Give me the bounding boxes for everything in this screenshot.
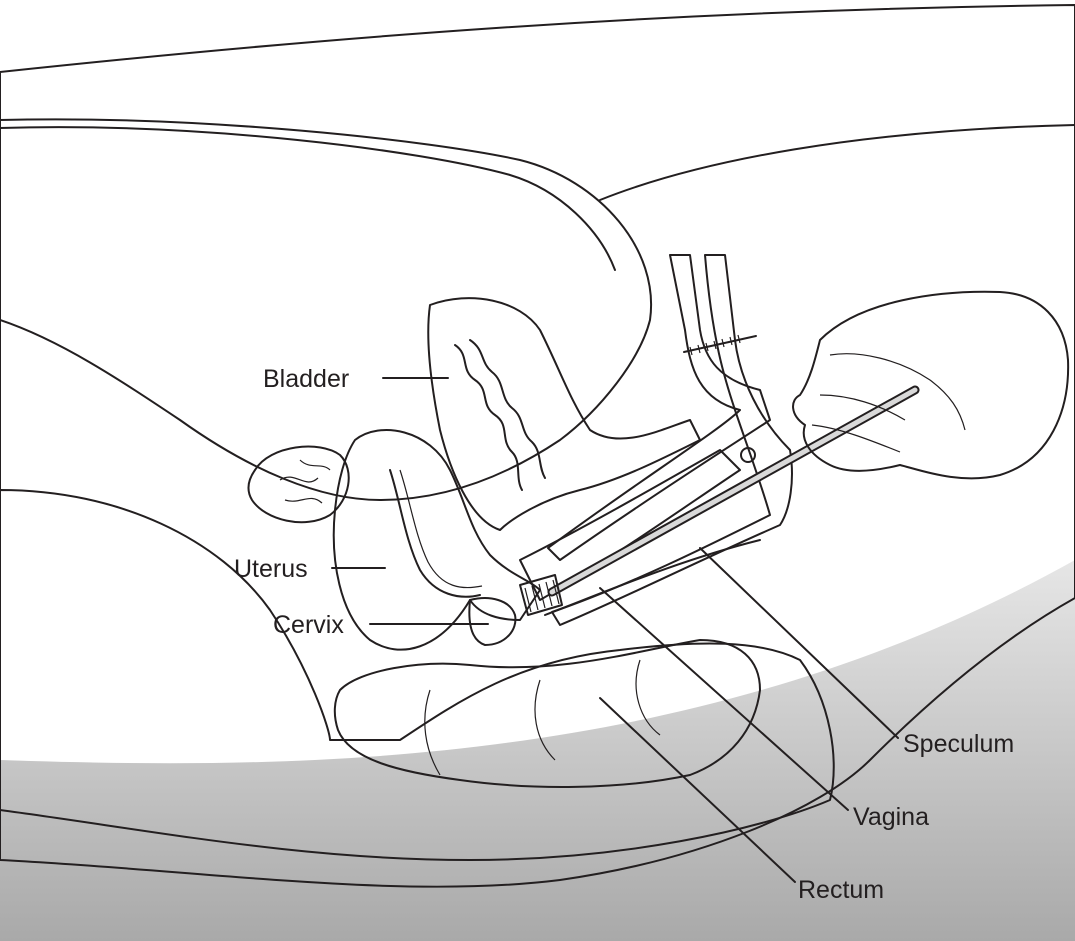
rectum-folds (424, 659, 661, 776)
swab-brush (519, 574, 563, 616)
hand (792, 290, 1070, 480)
thigh-fold (599, 124, 1075, 201)
speculum-blade-lower (551, 254, 793, 626)
rectum-leader (599, 697, 796, 883)
bladder-lining (454, 339, 546, 491)
uterine-cavity-inner (399, 469, 483, 589)
uterine-cavity (389, 469, 481, 598)
body-silhouette (0, 4, 1075, 888)
exam-table (0, 560, 1075, 941)
label-bladder: Bladder (263, 365, 349, 393)
pelvic-cavity (0, 489, 835, 861)
ovary (247, 445, 350, 524)
speculum-blade-upper (547, 254, 771, 561)
abdominal-wall-line (0, 126, 616, 271)
label-speculum: Speculum (903, 730, 1014, 758)
hand-finger-lines (811, 353, 966, 453)
label-vagina: Vagina (853, 803, 929, 831)
label-uterus: Uterus (234, 555, 308, 583)
speculum-pivot (740, 447, 756, 463)
speculum-leader (699, 547, 899, 739)
swab-bristles (524, 579, 560, 613)
vagina-leader (599, 587, 849, 811)
bladder (427, 297, 701, 531)
label-rectum: Rectum (798, 876, 884, 904)
label-cervix: Cervix (273, 611, 344, 639)
ovary-detail (279, 459, 331, 504)
speculum-screw (683, 335, 757, 353)
rectum (333, 639, 761, 788)
abdomen (0, 118, 653, 501)
uterus (332, 429, 541, 651)
cervix (468, 597, 517, 646)
swab-stick-highlight (549, 387, 918, 595)
speculum-screw-threads (689, 334, 741, 356)
